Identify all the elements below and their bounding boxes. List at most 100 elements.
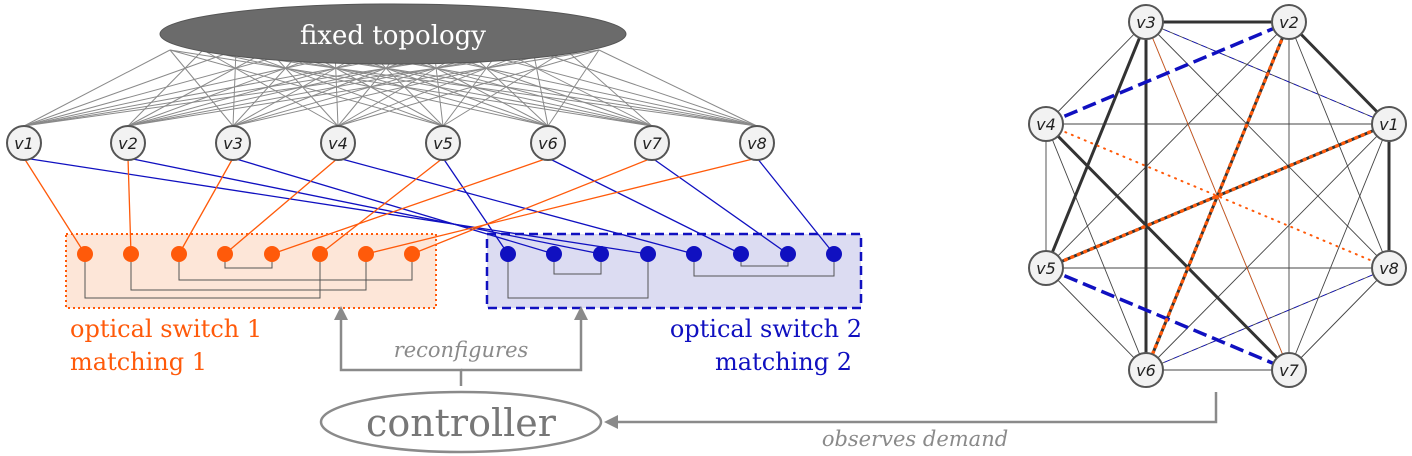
mesh-link [268,49,339,127]
mesh-link [127,49,270,127]
ring-node-v5-circle [1028,250,1064,286]
node-v7-circle [634,125,670,161]
mesh-link [169,49,234,127]
orange-match-pair [84,254,321,299]
mesh-link [127,49,204,127]
edge-v4-v8-matching1 [1045,123,1390,269]
observes-demand-arrow [616,392,1218,424]
blue-link-v3 [232,157,555,255]
blue-link-v4 [337,157,695,255]
observes-demand-arrowhead [604,415,618,429]
blue-port [640,246,656,262]
switch1-label-line2: matching 1 [70,348,207,376]
node-v7-label: v7 [642,134,662,153]
orange-port [264,246,280,262]
node-v1-circle [6,125,42,161]
node-v6-circle [530,125,566,161]
ring-node-v4-circle [1028,106,1064,142]
blue-link-v7 [651,157,789,255]
orange-port [312,246,328,262]
ring-node-v8-circle [1371,250,1407,286]
mesh-link [442,49,567,127]
ring-node-v3-circle [1128,4,1164,40]
mesh-link [442,49,501,127]
orange-link-v4 [224,157,339,255]
ring-node-v7-label: v7 [1279,361,1299,380]
blue-link-v8 [756,157,835,255]
blue-link-v5 [442,157,509,255]
mesh-link [202,49,549,127]
mesh-link [127,49,600,127]
orange-port [358,246,374,262]
ring-node-v5-label: v5 [1036,259,1056,278]
mesh-link [466,49,549,127]
switch-ports [77,246,842,262]
switch2-label-line1: optical switch 2 [670,315,862,343]
edge-v3-v8 [1145,21,1390,269]
reconfigures-label: reconfigures [394,338,529,362]
edge-v1-v6 [1145,123,1390,371]
blue-match-pair [693,254,835,277]
edge-v5-v1-matching1 [1044,122,1391,270]
orange-match-pair [130,254,367,291]
orange-link-v8 [365,157,758,255]
mesh-link [232,49,567,127]
edge-v2-v5 [1045,21,1290,269]
mesh-link [235,49,653,127]
port-links [23,157,835,255]
blue-link-v6 [547,157,742,255]
node-v5-label: v5 [433,134,453,153]
node-v4-label: v4 [328,134,348,153]
node-v1-label: v1 [14,134,34,153]
mesh-link [232,49,237,127]
mesh-link [23,49,237,127]
optical-switch-1-box [65,233,437,309]
mesh-link [23,49,567,127]
ring-node-v2-label: v2 [1279,13,1299,32]
ring-node-v7-circle [1271,352,1307,388]
orange-port [217,246,233,262]
demand-graph-edges [1044,20,1391,372]
controller-ellipse [319,390,603,454]
node-v8-circle [739,125,775,161]
mesh-link [23,49,303,127]
node-v8-label: v8 [747,134,767,153]
mesh-link [232,49,303,127]
orange-port [404,246,420,262]
mesh-link [337,49,534,127]
switch1-label-line1: optical switch 1 [70,315,262,343]
orange-link-v5 [319,157,444,255]
mesh-link [337,49,600,127]
optical-switch-2-box [485,232,863,310]
mesh-link [169,49,653,127]
arrowhead-switch1 [334,306,348,320]
edge-v2-v1-heavy [1287,20,1391,126]
orange-port [77,246,93,262]
blue-port [546,246,562,262]
blue-port [780,246,796,262]
mesh-link [499,49,653,127]
ring-node-v6-label: v6 [1136,361,1156,380]
node-v3-circle [215,125,251,161]
mesh-link [23,49,369,127]
ring-node-v4-label: v4 [1036,115,1056,134]
arrowhead-switch2 [574,306,588,320]
ring-node-v6-circle [1128,352,1164,388]
edge-v3-v5-heavy [1044,21,1148,269]
edge-v4-v7-heavy [1044,122,1291,372]
mesh-link [565,49,653,127]
ring-node-v8-label: v8 [1379,259,1399,278]
controller-label: controller [366,401,557,445]
reconfigures-arrows [339,318,583,386]
mesh-link [466,49,758,127]
mesh-link [127,49,336,127]
ring-node-v2-circle [1271,4,1307,40]
edge-v4-v2-matching2 [1045,20,1290,126]
switch2-label-line2: matching 2 [715,348,852,376]
edge-v5-v6 [1045,267,1147,371]
edge-v1-v7 [1288,123,1390,371]
edge-v7-v8 [1288,267,1390,371]
blue-port [826,246,842,262]
